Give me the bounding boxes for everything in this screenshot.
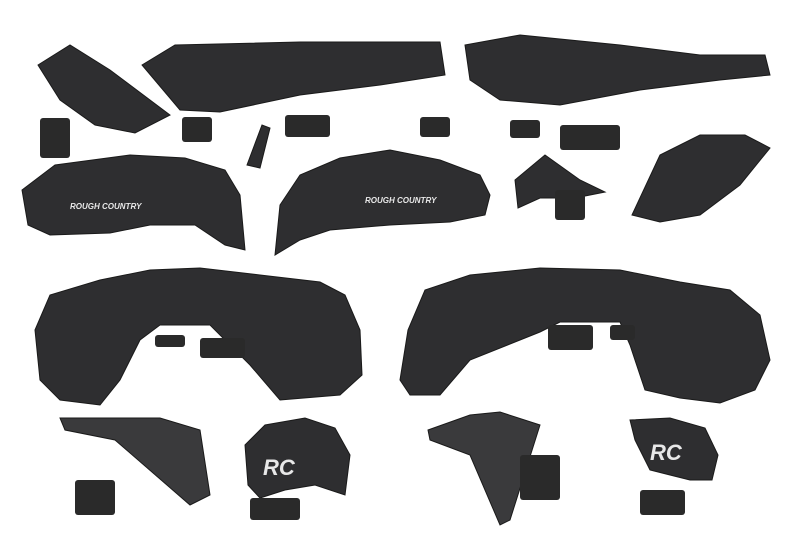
long-top-liner-left (141, 41, 446, 113)
front-liner-right (399, 267, 771, 404)
long-top-liner-right (464, 34, 771, 106)
small-top-liner-right (631, 134, 771, 223)
rc-logo-left: RC (263, 455, 296, 480)
rc-plate-left (244, 417, 351, 499)
hardware-clusters (40, 115, 685, 520)
rc-logo-right: RC (650, 440, 683, 465)
bottom-bracket-right (427, 411, 541, 526)
rear-liner-right (274, 149, 491, 256)
rear-liner-left (21, 154, 246, 251)
rc-plate-right (629, 417, 719, 481)
brand-lettering-right: ROUGH COUNTRY (365, 196, 437, 205)
small-top-liner-left (37, 44, 171, 134)
bottom-bracket-left (59, 417, 211, 506)
front-liner-left (34, 267, 363, 406)
bracket-center-left (246, 124, 271, 169)
brand-lettering-left: ROUGH COUNTRY (70, 202, 142, 211)
